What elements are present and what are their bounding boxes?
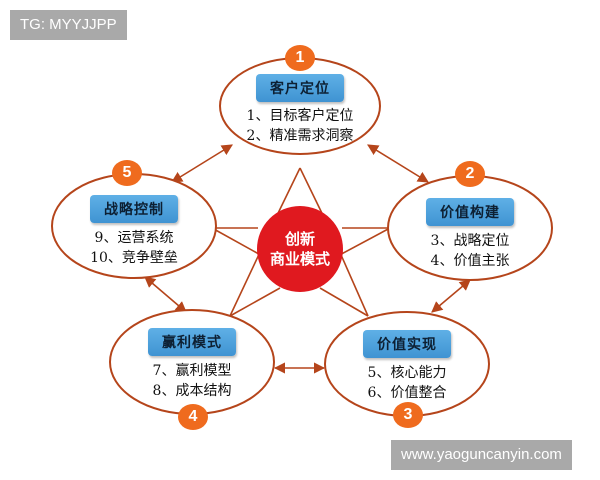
node-value-realization: 价值实现 5、核心能力 6、价值整合 <box>325 330 489 403</box>
node-4-title: 赢利模式 <box>148 328 236 356</box>
node-3-badge: 3 <box>393 402 423 428</box>
node-2-item-1: 3、战略定位 <box>430 233 510 249</box>
node-5-item-1: 9、运营系统 <box>94 230 174 246</box>
node-5-badge: 5 <box>112 160 142 186</box>
node-customer-positioning: 客户定位 1、目标客户定位 2、精准需求洞察 <box>218 74 382 146</box>
node-value-construction: 价值构建 3、战略定位 4、价值主张 <box>388 198 552 271</box>
center-circle: 创新 商业模式 <box>257 206 343 292</box>
node-5-title: 战略控制 <box>90 195 178 223</box>
node-2-title: 价值构建 <box>426 198 514 226</box>
center-line-1: 创新 <box>284 230 315 248</box>
node-1-item-2: 2、精准需求洞察 <box>246 128 354 144</box>
node-1-badge: 1 <box>285 45 315 71</box>
node-profit-model: 赢利模式 7、赢利模型 8、成本结构 <box>110 328 274 401</box>
node-1-item-1: 1、目标客户定位 <box>246 108 354 124</box>
connector-arrows <box>144 144 471 374</box>
node-3-item-1: 5、核心能力 <box>367 365 447 381</box>
node-2-badge: 2 <box>455 161 485 187</box>
node-4-badge: 4 <box>178 404 208 430</box>
node-1-title: 客户定位 <box>256 74 344 102</box>
watermark-top: TG: MYYJJPP <box>10 10 127 40</box>
watermark-bottom: www.yaoguncanyin.com <box>391 440 572 470</box>
node-4-item-1: 7、赢利模型 <box>152 363 232 379</box>
node-5-item-2: 10、竞争壁垒 <box>90 250 178 266</box>
star-shape <box>211 167 391 317</box>
node-strategic-control: 战略控制 9、运营系统 10、竞争壁垒 <box>52 195 216 268</box>
node-2-item-2: 4、价值主张 <box>430 253 510 269</box>
node-3-item-2: 6、价值整合 <box>367 385 447 401</box>
node-3-title: 价值实现 <box>363 330 451 358</box>
center-line-2: 商业模式 <box>269 250 330 268</box>
node-4-item-2: 8、成本结构 <box>152 383 232 399</box>
